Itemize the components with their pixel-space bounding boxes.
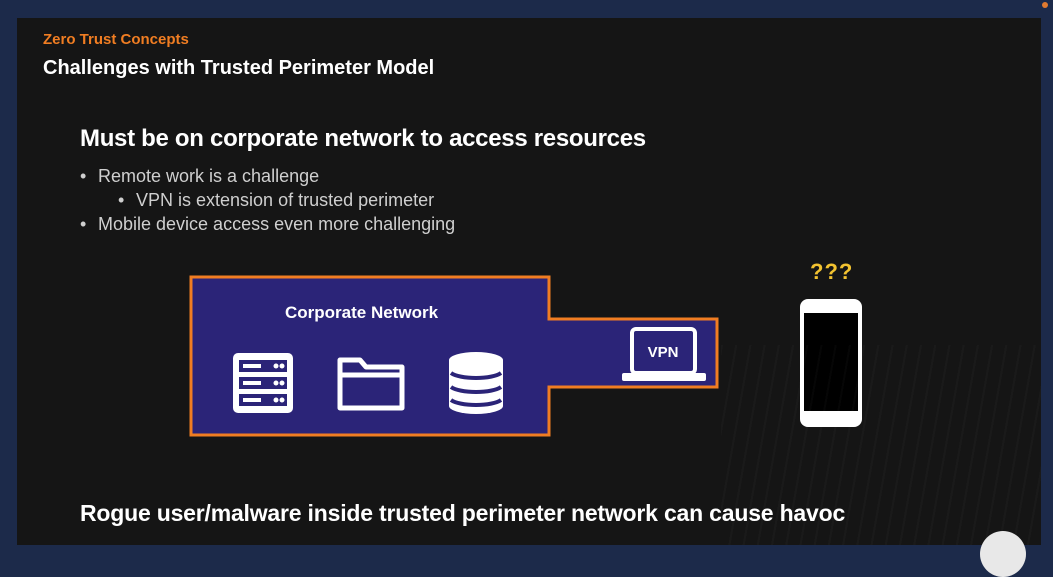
section-heading: Must be on corporate network to access r… [80, 125, 646, 152]
bullet-item: • Mobile device access even more challen… [80, 212, 455, 236]
bullet-dot-icon: • [80, 214, 87, 234]
database-icon [449, 352, 503, 414]
presentation-slide: Zero Trust Concepts Challenges with Trus… [17, 18, 1041, 545]
corporate-network-label: Corporate Network [285, 303, 439, 322]
vpn-label: VPN [648, 344, 679, 361]
bullet-text: VPN is extension of trusted perimeter [136, 190, 435, 210]
laptop-icon: VPN [622, 327, 706, 381]
slide-title: Challenges with Trusted Perimeter Model [43, 57, 435, 79]
server-icon [233, 353, 293, 413]
bullet-text: Mobile device access even more challengi… [98, 214, 456, 234]
bullet-text: Remote work is a challenge [98, 166, 320, 186]
sub-bullet-item: • VPN is extension of trusted perimeter [80, 188, 455, 212]
presenter-control-button[interactable] [980, 531, 1026, 577]
bullet-item: • Remote work is a challenge [80, 164, 455, 188]
window-corner-indicator [1042, 2, 1048, 8]
bullet-list: • Remote work is a challenge • VPN is ex… [80, 164, 455, 236]
folder-icon [337, 357, 405, 411]
footer-statement: Rogue user/malware inside trusted perime… [80, 500, 846, 526]
bullet-dot-icon: • [118, 190, 125, 210]
smartphone-screen [804, 313, 858, 411]
slide-kicker: Zero Trust Concepts [43, 31, 189, 48]
question-marks-label: ??? [810, 259, 854, 284]
smartphone-icon [800, 299, 862, 427]
bullet-dot-icon: • [80, 166, 87, 186]
